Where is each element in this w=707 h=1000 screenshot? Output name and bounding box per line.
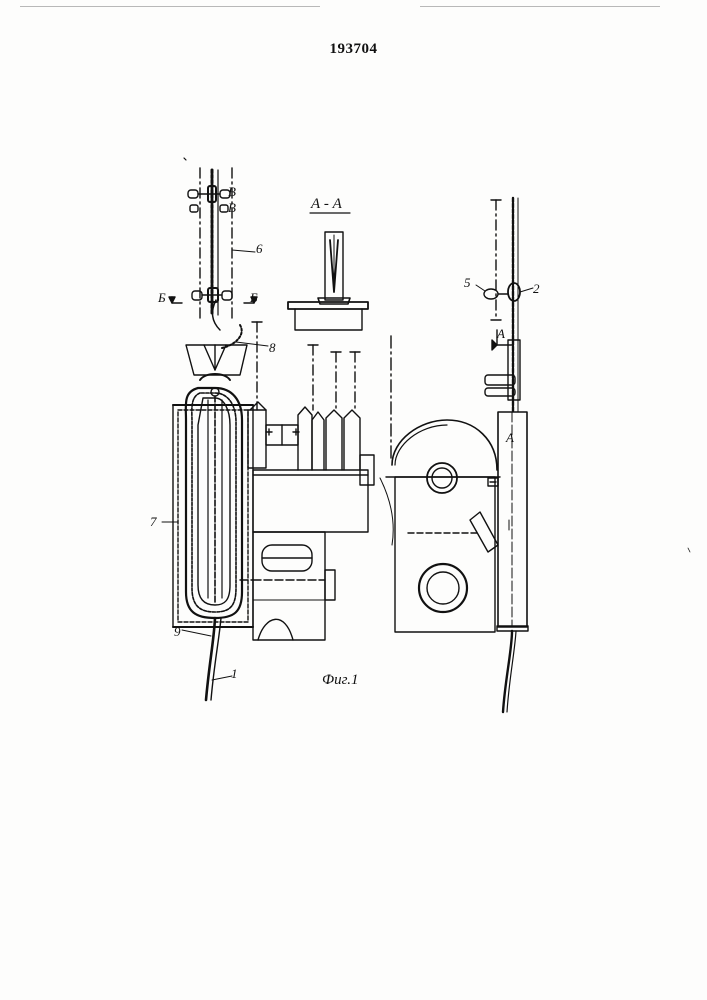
ref-6-label: 6 [256,241,263,257]
cut-b-right-label: Б [250,290,258,306]
section-a-a [288,213,368,330]
cut-v-bottom-label: В [228,200,236,216]
clamp-v-upper [188,186,230,212]
cable-loop-8 [213,300,268,348]
drum-side-view [380,336,500,632]
scan-speck [184,158,186,160]
ref-7-label: 7 [150,514,157,530]
sheave-group-right [266,345,374,485]
cut-b-left-label: Б [158,290,166,306]
scan-speck [688,548,690,552]
figure-caption: Фиг.1 [322,672,358,689]
view-a-arrow-label: А [497,326,505,342]
ref-2-label: 2 [533,281,540,297]
cut-v-top-label: В [228,184,236,200]
ref-8-label: 8 [269,340,276,356]
guide-funnel [186,345,247,375]
ref-5-label: 5 [464,275,471,291]
leader-6 [232,250,255,252]
rail-assembly [476,198,533,712]
ref-1-label: 1 [231,666,238,682]
section-a-a-title: А - А [311,196,342,213]
winch-body [240,470,368,640]
cable-tail-1 [182,618,232,700]
ref-9-label: 9 [174,624,181,640]
view-a-box-label: А [506,430,514,446]
